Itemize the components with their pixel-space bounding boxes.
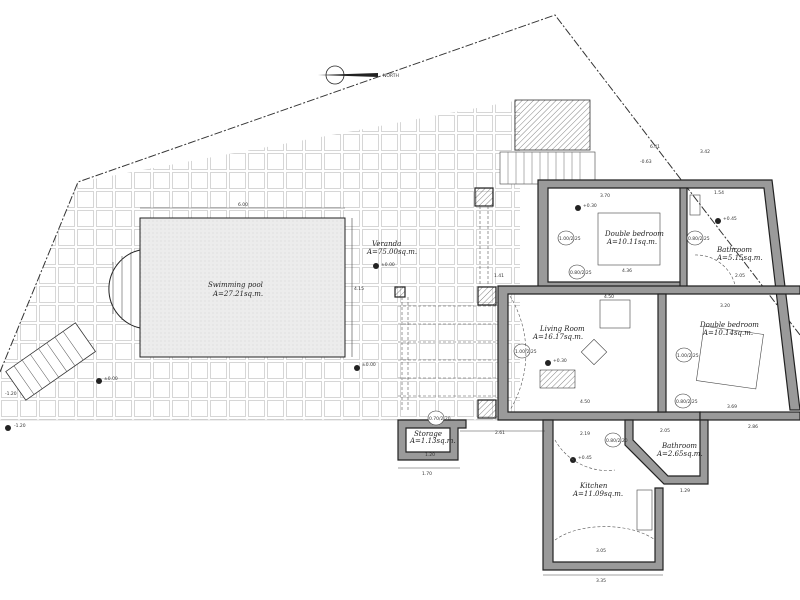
level-pool-side: ±0.00 [362,362,376,368]
dim-bath2-bottom: 1.29 [680,488,690,494]
level-marker-icon [5,425,11,431]
bathroom1-label: Bathroom [716,246,752,254]
door-tag: 1.00/2.25 [557,230,581,246]
level-bedroom1: +0.30 [583,203,597,209]
dim-storage-inner: 1.20 [425,452,435,458]
door-tag: 0.80/2.20 [604,432,628,448]
dim-bath1-top: 1.54 [714,190,724,196]
dim-living-top: 4.50 [604,294,614,300]
door-tag: 1.00/2.25 [675,347,699,363]
house-walls [397,179,800,571]
pool-label: Swimming pool [208,281,263,289]
veranda-area: A=75.00sq.m. [366,248,417,256]
dim-top-right: 3.42 [700,149,710,155]
storage-area: A=1.13sq.m. [409,437,456,445]
bathroom2-label: Bathroom [661,442,697,450]
door-tag: 0.80/2.25 [674,393,698,409]
dim-bed2-top: 3.20 [720,303,730,309]
dim-storage-outer: 1.70 [422,471,432,477]
door-tag-label: 0.80/2.20 [606,438,628,444]
planter [514,99,591,151]
dim-bed1-width: 3.70 [600,193,610,199]
kitchen-label: Kitchen [579,482,608,490]
entry-steps [499,151,596,185]
level-stairs-1: -1.20 [5,391,17,397]
bathroom2-area: A=2.65sq.m. [656,450,703,458]
dim-kitchen-inner: 3.05 [596,548,606,554]
door-tag-label: 1.00/2.25 [677,353,699,359]
dim-kitchen-outer: 3.35 [596,578,606,584]
door-tag-label: 0.80/2.25 [676,399,698,405]
dimension-labels: 4.50 4.50 3.70 4.36 3.20 3.69 1.54 2.05 … [398,190,758,584]
level-marker-icon [545,360,551,366]
door-tag-label: 0.80/2.25 [570,270,592,276]
swimming-pool: 6.00 4.15 Swimming pool A=27.21sq.m. [108,202,364,358]
dim-right-span: 2.86 [748,424,758,430]
level-steps: -0.63 [640,159,652,165]
level-lawn: ±0.00 [104,376,118,382]
dim-pool-width: 6.00 [238,202,248,208]
bathroom1-area: A=5.15sq.m. [716,254,763,262]
level-marker: ±0.00 [96,376,118,384]
bedroom2-area: A=10.14sq.m. [702,329,753,337]
pergola [394,187,498,419]
dim-pool-height: 4.15 [354,286,364,292]
furniture [539,194,764,531]
dim-bed2-bottom: 3.69 [727,404,737,410]
level-kitchen: +0.45 [578,455,592,461]
door-tag: 0.80/2.25 [568,264,592,280]
door-tag: 1.00/2.25 [513,343,537,359]
door-tag: 0.70/2.20 [427,410,451,426]
toilet-icon [689,194,701,216]
door-tag-label: 0.70/2.20 [429,416,451,422]
door-swings [509,254,736,541]
bedroom1-label: Double bedroom [604,230,664,238]
dim-terrace-span: 2.61 [495,430,505,436]
garden-stairs [5,322,97,401]
level-veranda: ±0.00 [381,262,395,268]
dim-left-small: 1.41 [494,273,504,279]
site-boundary [0,14,800,373]
door-tag-label: 1.00/2.25 [515,349,537,355]
kitchen-area: A=11.09sq.m. [572,490,623,498]
level-bathroom1: +0.45 [723,216,737,222]
level-marker: ±0.00 [373,262,395,269]
dim-bath2-top: 2.05 [660,428,670,434]
living-label: Living Room [539,325,585,333]
bedroom1-area: A=10.11sq.m. [606,238,657,246]
dim-living-bottom: 4.50 [580,399,590,405]
dim-bath1-bottom: 2.05 [735,273,745,279]
north-arrow: NORTH [318,65,399,85]
bedroom2-label: Double bedroom [699,321,759,329]
level-marker: ±0.00 [354,362,376,371]
level-stairs-2: -1.20 [14,423,26,429]
dim-top-total: 6.41 [650,144,660,150]
level-marker-icon [575,205,581,211]
door-tag-label: 1.00/2.25 [559,236,581,242]
door-tag: 0.80/2.25 [686,230,710,246]
level-marker-icon [715,218,721,224]
north-label: NORTH [383,73,399,79]
storage-label: Storage [414,430,442,438]
level-living: +0.30 [553,358,567,364]
door-tag-label: 0.80/2.25 [688,236,710,242]
dim-kitchen-top: 2.19 [580,431,590,437]
door-tags: 1.00/2.25 0.80/2.25 0.80/2.25 1.00/2.25 … [427,230,710,448]
veranda-label: Veranda [372,240,401,248]
pool-area: A=27.21sq.m. [212,290,263,298]
dim-bed1-bed: 4.36 [622,268,632,274]
living-area: A=16.17sq.m. [532,333,583,341]
